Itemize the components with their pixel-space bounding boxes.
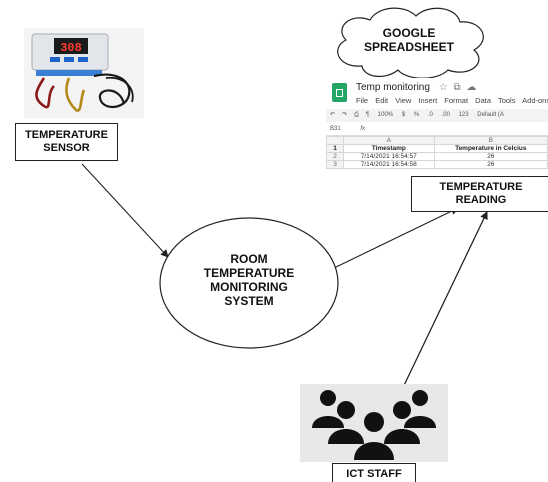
fx-label: fx [360, 126, 366, 132]
row-number: 1 [326, 144, 344, 153]
temperature-reading-box: TEMPERATURE READING [411, 176, 548, 212]
system-label: ROOM TEMPERATURE MONITORING SYSTEM [180, 252, 318, 308]
cloud-status-icon: ☁ [466, 82, 477, 93]
cloud-label: GOOGLE SPREADSHEET [344, 26, 474, 54]
paint-format-icon: ¶ [365, 112, 370, 118]
ict-staff-people-icon [300, 384, 448, 462]
spreadsheet-toolbar: ↶ ↷ ⎙ ¶ 100% $ % .0 .00 123 Default (A [326, 109, 548, 122]
cloud-label-line1: GOOGLE [382, 26, 436, 40]
redo-icon: ↷ [342, 112, 348, 118]
decimal-increase: .00 [441, 112, 450, 118]
column-header-row: A B [326, 136, 548, 145]
menu-item-file: File [356, 96, 369, 105]
system-label-line2: TEMPERATURE [203, 266, 295, 280]
menu-item-tools: Tools [497, 96, 516, 105]
font-select: Default (A [477, 112, 504, 118]
star-icon: ☆ [438, 82, 448, 93]
spreadsheet-screenshot: Temp monitoring ☆ ⧉ ☁ File Edit View Ins… [326, 78, 548, 176]
row-number: 2 [326, 152, 344, 161]
spreadsheet-title-text: Temp monitoring [356, 82, 430, 93]
arrow-sensor-to-system [81, 163, 169, 258]
temperature-sensor-label-line1: TEMPERATURE [25, 129, 108, 141]
spreadsheet-grid: A B 1 Timestamp Temperature in Celcius 2… [326, 136, 548, 169]
table-row: 1 Timestamp Temperature in Celcius [326, 144, 548, 153]
decimal-decrease: .0 [427, 112, 433, 118]
menu-item-edit: Edit [375, 96, 389, 105]
menu-item-addons: Add-ons [522, 96, 548, 105]
more-formats: 123 [458, 112, 469, 118]
menu-item-data: Data [475, 96, 491, 105]
system-label-line1: ROOM [230, 252, 268, 266]
cell-temperature: 26 [433, 160, 548, 169]
currency-format: $ [401, 112, 406, 118]
column-header-a: A [343, 136, 435, 145]
cell-reference: B31 [330, 126, 341, 132]
temperature-reading-label-line1: TEMPERATURE [439, 181, 523, 193]
header-temperature: Temperature in Celcius [433, 144, 548, 153]
ict-staff-box: ICT STAFF [332, 463, 416, 482]
cell-temperature: 26 [433, 152, 548, 161]
header-timestamp: Timestamp [343, 144, 435, 153]
cloud-label-line2: SPREADSHEET [363, 40, 455, 54]
cloud-shape [337, 7, 484, 79]
menu-item-format: Format [444, 96, 469, 105]
system-label-line3: MONITORING [210, 280, 288, 294]
table-row: 2 7/14/2021 16:54:57 26 [326, 152, 548, 161]
spreadsheet-menu-bar: File Edit View Insert Format Data Tools … [356, 96, 548, 105]
row-number: 3 [326, 160, 344, 169]
temperature-reading-label-line2: READING [455, 194, 507, 206]
arrow-system-to-reading [333, 207, 459, 269]
formula-bar: B31 fx [326, 124, 548, 136]
sheets-logo-icon [332, 83, 347, 102]
system-label-line4: SYSTEM [224, 294, 274, 308]
table-row: 3 7/14/2021 16:54:58 26 [326, 160, 548, 169]
sensor-display-value: 308 [60, 41, 82, 55]
menu-item-insert: Insert [418, 96, 438, 105]
temperature-sensor-box: TEMPERATURE SENSOR [15, 123, 118, 161]
move-icon: ⧉ [453, 82, 461, 93]
zoom-value: 100% [377, 112, 394, 118]
corner-cell [326, 136, 344, 145]
temperature-sensor-image: 308 [24, 28, 144, 118]
ict-staff-label: ICT STAFF [346, 467, 402, 480]
temperature-sensor-label-line2: SENSOR [43, 142, 90, 154]
arrow-staff-to-reading [397, 211, 488, 399]
cell-timestamp: 7/14/2021 16:54:57 [343, 152, 435, 161]
print-icon: ⎙ [354, 112, 359, 118]
undo-icon: ↶ [330, 112, 336, 118]
spreadsheet-title: Temp monitoring ☆ ⧉ ☁ [356, 82, 476, 93]
system-ellipse [159, 217, 339, 349]
menu-item-view: View [395, 96, 412, 105]
cell-timestamp: 7/14/2021 16:54:58 [343, 160, 435, 169]
percent-format: % [413, 112, 420, 118]
column-header-b: B [433, 136, 548, 145]
